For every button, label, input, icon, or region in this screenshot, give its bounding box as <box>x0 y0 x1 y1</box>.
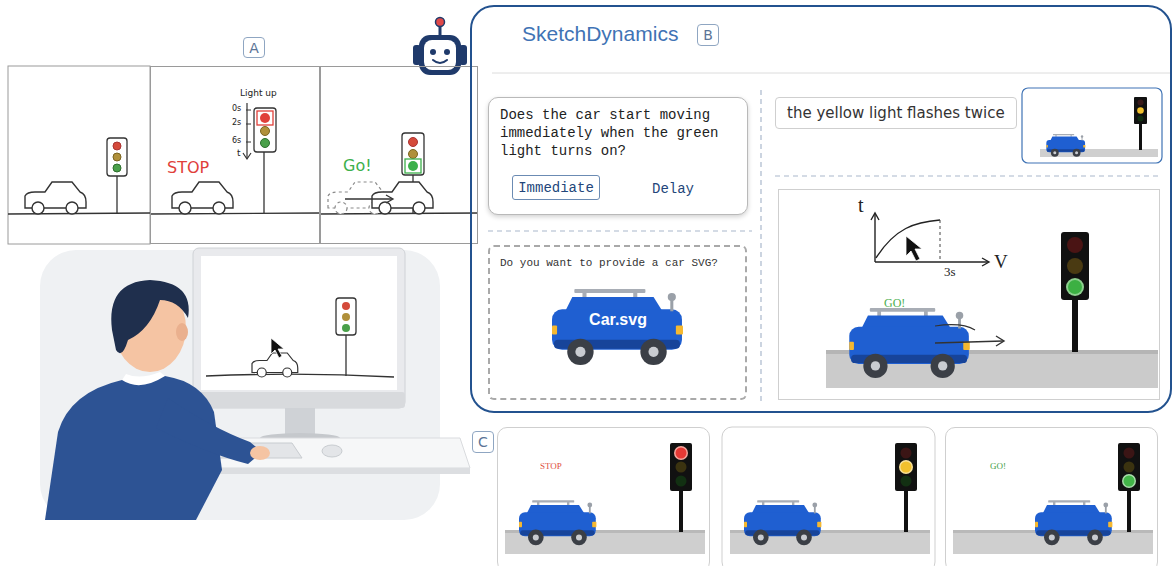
sketch-frame: Go! <box>320 66 478 244</box>
upload-box: Do you want to provide a car SVG? Car.svg <box>488 245 747 400</box>
callout-letter: C <box>478 434 488 450</box>
sketch-note: Go! <box>343 156 372 175</box>
sketch-frame: STOP Light up 0s 2s 6s t <box>150 66 320 244</box>
car-shape: Car.svg <box>552 289 684 366</box>
callout-letter: A <box>249 40 259 56</box>
callout-box: A <box>243 37 265 58</box>
person-illustration <box>40 248 470 520</box>
question-text: Does the car start moving immediately wh… <box>500 106 738 160</box>
option-label: Immediate <box>518 180 594 196</box>
input-text: the yellow light flashes twice <box>787 104 1005 122</box>
scene-text: GO! <box>884 296 905 311</box>
callout-letter: B <box>703 27 713 43</box>
time-mark: 6s <box>232 136 241 145</box>
callout-box: B <box>697 24 719 46</box>
time-mark: 2s <box>232 118 241 127</box>
option-label: Delay <box>652 181 694 197</box>
question-card: Does the car start moving immediately wh… <box>488 97 748 215</box>
preview-canvas: tV 3sGO! <box>778 189 1160 400</box>
axis-label: t <box>858 194 864 217</box>
panel-separators <box>488 73 1171 402</box>
panel-title: SketchDynamics <box>522 22 678 46</box>
sketch-note: Light up <box>240 88 277 98</box>
result-frame: STOP <box>497 427 710 566</box>
axis-value: 3s <box>944 264 956 280</box>
time-mark: 0s <box>232 104 241 113</box>
result-frames <box>505 427 1153 566</box>
scene-text: STOP <box>540 461 562 471</box>
tool-panel: SketchDynamics B Does the car start moving… <box>470 5 1172 413</box>
result-frame: GO! <box>945 427 1158 566</box>
time-axis-label: t <box>237 148 241 158</box>
axis-label: V <box>994 251 1008 273</box>
callout-box: C <box>472 431 494 453</box>
prompt-text: Do you want to provide a car SVG? <box>500 257 718 269</box>
option-button: Immediate <box>512 175 600 200</box>
sketch-strip <box>8 66 478 244</box>
file-name: Car.svg <box>552 311 684 329</box>
scene-text: GO! <box>990 461 1006 471</box>
text-input: the yellow light flashes twice <box>775 97 1017 129</box>
preview-thumbnail <box>1022 88 1162 163</box>
sketch-note: STOP <box>167 158 209 177</box>
preview-scene <box>826 213 1158 388</box>
